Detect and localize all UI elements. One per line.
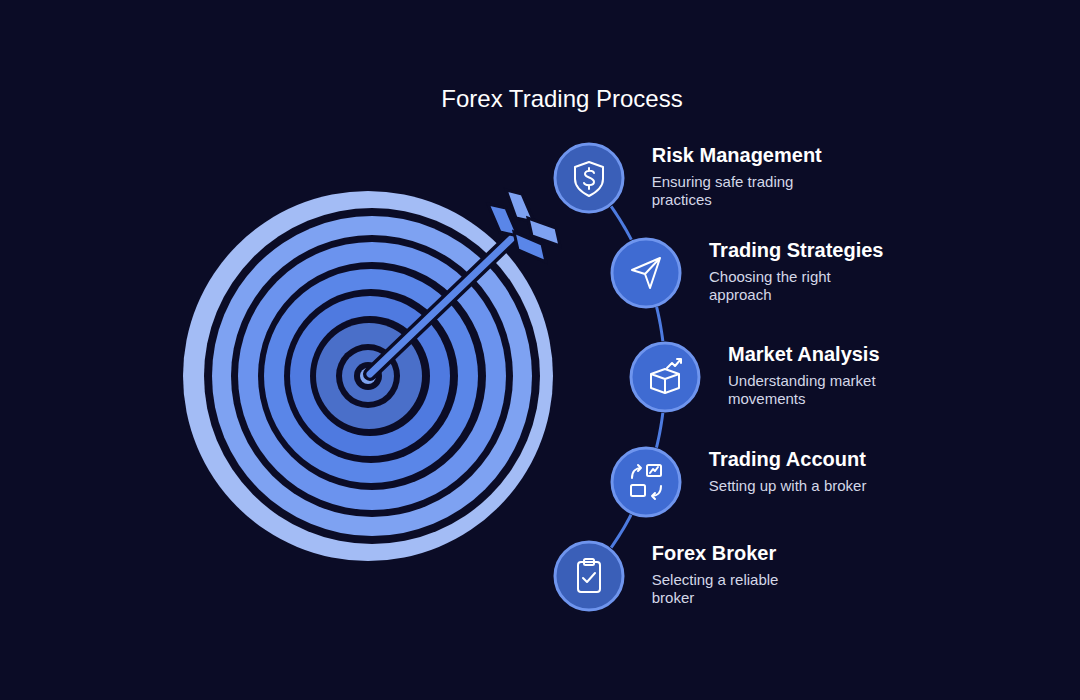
step-heading: Risk Management xyxy=(652,143,827,167)
step-heading: Market Analysis xyxy=(728,342,893,366)
icon-circle xyxy=(553,540,625,612)
step-icon xyxy=(651,359,681,393)
icon-circle xyxy=(629,341,701,413)
arrow xyxy=(370,190,560,374)
target-rings xyxy=(183,191,553,561)
step-heading: Forex Broker xyxy=(652,541,817,565)
icon-circle xyxy=(610,237,682,309)
diagram-title: Forex Trading Process xyxy=(312,84,812,114)
step-text: Market AnalysisUnderstanding market move… xyxy=(728,342,893,408)
arc-connector xyxy=(656,413,662,448)
step-circle: Trading AccountSetting up with a broker xyxy=(610,446,682,518)
step-circle: Market AnalysisUnderstanding market move… xyxy=(629,341,701,413)
arc-connector xyxy=(611,206,631,239)
arc-connector xyxy=(611,515,631,548)
icon-circle xyxy=(610,446,682,518)
step-description: Choosing the right approach xyxy=(709,268,884,304)
step-text: Forex BrokerSelecting a reliable broker xyxy=(652,541,817,607)
step-icon xyxy=(632,258,660,288)
step-description: Ensuring safe trading practices xyxy=(652,173,827,209)
step-text: Trading StrategiesChoosing the right app… xyxy=(709,238,884,304)
arc-connector xyxy=(657,307,663,341)
step-description: Selecting a reliable broker xyxy=(652,571,817,607)
step-text: Risk ManagementEnsuring safe trading pra… xyxy=(652,143,827,209)
step-heading: Trading Strategies xyxy=(709,238,884,262)
step-icon xyxy=(575,162,603,196)
step-heading: Trading Account xyxy=(709,447,869,471)
icon-circle xyxy=(553,142,625,214)
step-description: Understanding market movements xyxy=(728,372,893,408)
step-icon xyxy=(631,465,661,499)
step-icon xyxy=(578,559,600,592)
step-circle: Trading StrategiesChoosing the right app… xyxy=(610,237,682,309)
step-description: Setting up with a broker xyxy=(709,477,869,495)
step-circle: Forex BrokerSelecting a reliable broker xyxy=(553,540,625,612)
step-text: Trading AccountSetting up with a broker xyxy=(709,447,869,495)
step-circle: Risk ManagementEnsuring safe trading pra… xyxy=(553,142,625,214)
